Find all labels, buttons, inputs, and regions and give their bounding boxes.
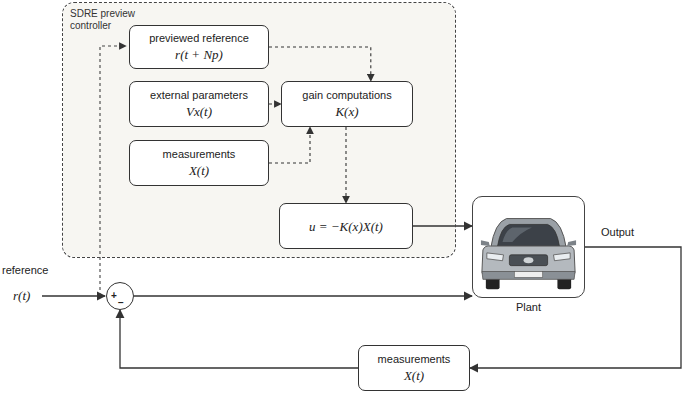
math-symbol: X(t) [189,163,209,179]
math-symbol: K(x) [335,104,358,120]
plant-block: Plant [472,196,585,298]
process-box: gain computationsK(x) [281,81,413,127]
car-illustration [473,197,584,297]
signal-name: r(t) [12,288,31,304]
signal-wire [120,310,358,368]
math-symbol: X(t) [404,368,424,384]
summing-junction: +− [106,282,134,310]
process-box: external parametersVx(t) [129,81,269,127]
controller-ground [63,3,455,257]
process-box: measurementsX(t) [358,345,470,391]
signal-label: reference [1,264,49,276]
signal-dashed [269,47,371,81]
box-title: measurements [378,353,451,366]
process-box: measurementsX(t) [129,140,269,186]
box-title: previewed reference [149,32,249,45]
signal-dashed [345,127,346,203]
box-title: measurements [163,148,236,161]
signal-dashed [269,103,281,104]
signal-label: Output [600,226,635,238]
signal-wire [134,295,472,296]
reference-wire [42,295,105,296]
process-box: previewed reference r(t + Np) [129,25,269,69]
sign-mark: + [111,291,117,301]
math-symbol: Vx(t) [186,104,212,120]
region-title: SDRE preview controller [70,8,140,31]
sign-mark: − [118,298,124,308]
math-symbol: r(t + Np) [175,47,223,63]
signal-wire [413,225,472,226]
box-title: gain computations [302,89,391,102]
control-law-box: u = −K(x)X(t) [279,203,413,249]
controller-region: SDRE preview controllerpreviewed referen… [62,2,456,258]
branch-dot [98,294,101,297]
box-title: external parameters [150,89,248,102]
control-law: u = −K(x)X(t) [309,219,383,235]
preview-branch [100,46,126,296]
signal-dashed [269,127,310,163]
plant-label: Plant [473,301,584,314]
